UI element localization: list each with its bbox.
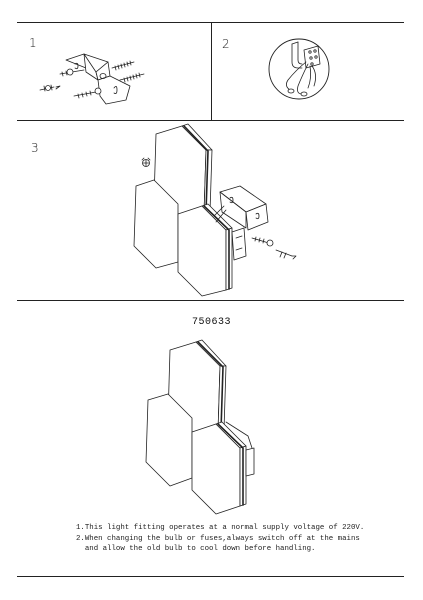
top-rule — [17, 22, 404, 23]
model-number: 750633 — [191, 317, 231, 328]
note-line-3: and allow the old bulb to cool down befo… — [76, 545, 316, 554]
wiring-connector-icon — [268, 38, 330, 100]
panel-divider — [211, 22, 212, 120]
bottom-rule — [17, 576, 404, 577]
step-1-label: 1 — [29, 36, 37, 50]
note-line-2: 2.When changing the bulb or fuses,always… — [76, 534, 360, 543]
rule-row1 — [17, 120, 404, 121]
rule-row2 — [17, 300, 404, 301]
lamp-assembly-icon — [133, 123, 297, 297]
safety-notes: 1.This light fitting operates at a norma… — [76, 523, 364, 555]
step-3-label: 3 — [31, 141, 39, 155]
assembled-lamp-icon — [145, 339, 255, 515]
step-2-label: 2 — [222, 37, 230, 51]
bracket-screws-icon — [39, 53, 145, 105]
note-line-1: 1.This light fitting operates at a norma… — [76, 524, 365, 532]
